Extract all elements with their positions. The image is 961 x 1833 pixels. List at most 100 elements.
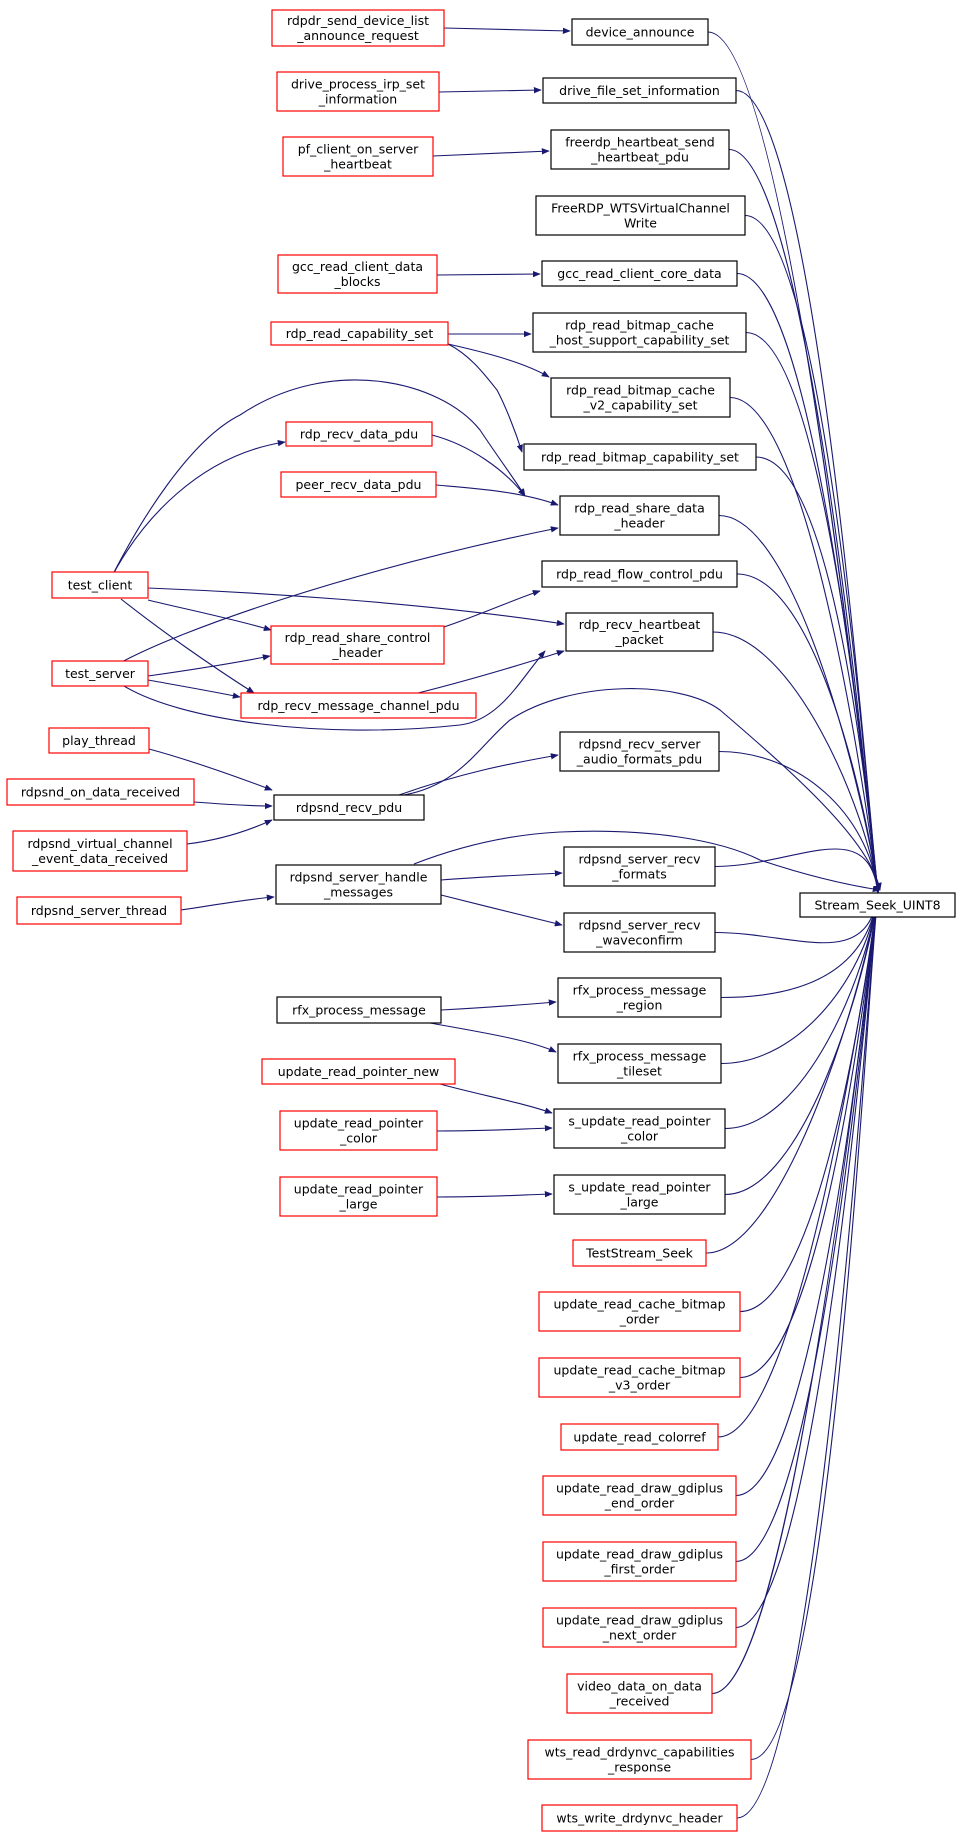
node-update-read-pointer-large[interactable]: update_read_pointer_large (279, 1176, 438, 1217)
node-rdpsnd-audio-formats[interactable]: rdpsnd_recv_server_audio_formats_pdu (559, 731, 720, 772)
node-label: _announce_request (296, 28, 419, 43)
node-box (542, 1475, 737, 1516)
node-label: update_read_pointer (294, 1182, 424, 1197)
node-rdp-share-data[interactable]: rdp_read_share_data_header (559, 495, 720, 536)
node-rdp-read-share-control[interactable]: rdp_read_share_control_header (270, 625, 445, 665)
call-edge (148, 748, 273, 791)
node-rdpsnd-server-thread[interactable]: rdpsnd_server_thread (16, 896, 182, 925)
node-label: TestStream_Seek (585, 1246, 693, 1261)
node-label: Stream_Seek_UINT8 (814, 898, 940, 913)
call-edge-to-target (712, 631, 881, 894)
node-label: rdpsnd_server_thread (31, 903, 167, 918)
call-edge (147, 587, 565, 627)
node-rdpsnd-virtual[interactable]: rdpsnd_virtual_channel_event_data_receiv… (12, 830, 188, 872)
node-wts-write-header[interactable]: wts_write_drdynvc_header (541, 1804, 738, 1832)
node-rdp-bitmap-cache-host[interactable]: rdp_read_bitmap_cache_host_support_capab… (532, 312, 747, 353)
call-edge-to-target (739, 892, 881, 1313)
node-label: _response (607, 1760, 671, 1775)
node-drive-process[interactable]: drive_process_irp_set_information (276, 71, 440, 112)
node-label: _large (339, 1197, 378, 1212)
node-wts-read-caps[interactable]: wts_read_drdynvc_capabilities_response (527, 1739, 752, 1780)
node-stream-seek[interactable]: Stream_Seek_UINT8 (799, 892, 956, 918)
node-label: rdp_read_share_data (574, 501, 705, 516)
node-box (559, 731, 720, 772)
node-label: _order (619, 1312, 660, 1327)
node-label: rdpsnd_server_recv (578, 852, 701, 867)
node-label: play_thread (62, 733, 136, 748)
node-video-data[interactable]: video_data_on_data_received (566, 1673, 713, 1714)
node-label: rdp_read_bitmap_cache (566, 383, 715, 398)
node-play-thread[interactable]: play_thread (48, 727, 150, 754)
node-update-read-pointer-new[interactable]: update_read_pointer_new (261, 1058, 456, 1085)
node-update-read-pointer-color[interactable]: update_read_pointer_color (279, 1110, 438, 1151)
node-device-announce[interactable]: device_announce (571, 18, 709, 46)
node-box (571, 18, 709, 46)
node-rfx-region[interactable]: rfx_process_message_region (557, 977, 722, 1018)
node-label: video_data_on_data (577, 1679, 702, 1694)
node-rdpsnd-recv-pdu[interactable]: rdpsnd_recv_pdu (273, 794, 425, 821)
node-rdp-read-capability[interactable]: rdp_read_capability_set (270, 321, 449, 346)
node-box (48, 727, 150, 754)
node-rdp-bitmap-capability[interactable]: rdp_read_bitmap_capability_set (523, 443, 757, 471)
node-rfx-tileset[interactable]: rfx_process_message_tileset (557, 1043, 722, 1084)
node-update-colorref[interactable]: update_read_colorref (560, 1423, 719, 1451)
node-label: _next_order (602, 1628, 677, 1643)
node-box (542, 77, 737, 104)
call-edge (439, 1083, 553, 1114)
node-rdp-recv-data-pdu[interactable]: rdp_recv_data_pdu (285, 421, 433, 447)
node-test-server[interactable]: test_server (51, 660, 149, 687)
node-rdpsnd-recv-formats[interactable]: rdpsnd_server_recv_formats (563, 846, 716, 887)
node-rdpsnd-server-handle[interactable]: rdpsnd_server_handle_messages (275, 864, 442, 905)
node-box (270, 625, 445, 665)
node-s-update-color[interactable]: s_update_read_pointer_color (553, 1108, 726, 1149)
node-label: _v2_capability_set (583, 398, 698, 413)
node-rdp-bitmap-cache-v2[interactable]: rdp_read_bitmap_cache_v2_capability_set (550, 377, 731, 418)
node-label: _information (318, 92, 397, 107)
node-gdiplus-first[interactable]: update_read_draw_gdiplus_first_order (542, 1541, 737, 1582)
call-edge (432, 148, 550, 157)
node-gcc-read-core[interactable]: gcc_read_client_core_data (541, 260, 738, 287)
node-box (535, 195, 746, 236)
node-label: _messages (323, 885, 393, 900)
node-drive-file-set[interactable]: drive_file_set_information (542, 77, 737, 104)
node-gcc-read-blocks[interactable]: gcc_read_client_data_blocks (277, 254, 438, 294)
call-edge (107, 379, 526, 585)
node-box (538, 1291, 741, 1332)
node-label: rdpsnd_recv_pdu (296, 800, 402, 815)
call-edge (447, 343, 523, 453)
node-rdpsnd-on-data[interactable]: rdpsnd_on_data_received (6, 778, 195, 806)
node-rdpsnd-waveconfirm[interactable]: rdpsnd_server_recv_waveconfirm (563, 912, 716, 953)
call-edge (398, 753, 559, 796)
node-label: _color (620, 1129, 659, 1144)
node-rdp-recv-message-channel[interactable]: rdp_recv_message_channel_pdu (240, 692, 477, 719)
node-peer-recv-data-pdu[interactable]: peer_recv_data_pdu (280, 471, 437, 498)
node-label: rdpsnd_virtual_channel (27, 836, 172, 851)
node-s-update-large[interactable]: s_update_read_pointer_large (553, 1174, 726, 1215)
node-update-cache-bitmap[interactable]: update_read_cache_bitmap_order (538, 1291, 741, 1332)
node-label: s_update_read_pointer (568, 1114, 711, 1129)
node-gdiplus-end[interactable]: update_read_draw_gdiplus_end_order (542, 1475, 737, 1516)
node-box (270, 321, 449, 346)
node-rdpdr-send[interactable]: rdpdr_send_device_list_announce_request (271, 9, 445, 47)
call-edge-to-target (736, 892, 881, 1819)
node-freerdp-heartbeat[interactable]: freerdp_heartbeat_send_heartbeat_pdu (550, 129, 730, 170)
node-box (276, 71, 440, 112)
node-box (541, 560, 738, 588)
call-edge-to-target (714, 848, 881, 894)
node-box (279, 1176, 438, 1217)
node-test-client[interactable]: test_client (51, 571, 149, 599)
node-update-cache-bitmap-v3[interactable]: update_read_cache_bitmap_v3_order (538, 1357, 741, 1398)
call-edge-to-target (717, 892, 881, 1438)
node-gdiplus-next[interactable]: update_read_draw_gdiplus_next_order (542, 1607, 737, 1648)
node-label: device_announce (586, 25, 695, 40)
node-label: rdpsnd_on_data_received (21, 785, 180, 800)
call-edge (147, 679, 241, 699)
node-box (565, 612, 714, 652)
node-rdp-flow-control[interactable]: rdp_read_flow_control_pdu (541, 560, 738, 588)
node-teststream-seek[interactable]: TestStream_Seek (572, 1239, 707, 1267)
node-label: rdpsnd_server_handle (290, 870, 428, 885)
node-pf-client[interactable]: pf_client_on_server_heartbeat (282, 136, 434, 177)
node-rdp-heartbeat[interactable]: rdp_recv_heartbeat_packet (565, 612, 714, 652)
node-rfx-process-message[interactable]: rfx_process_message (276, 996, 442, 1024)
